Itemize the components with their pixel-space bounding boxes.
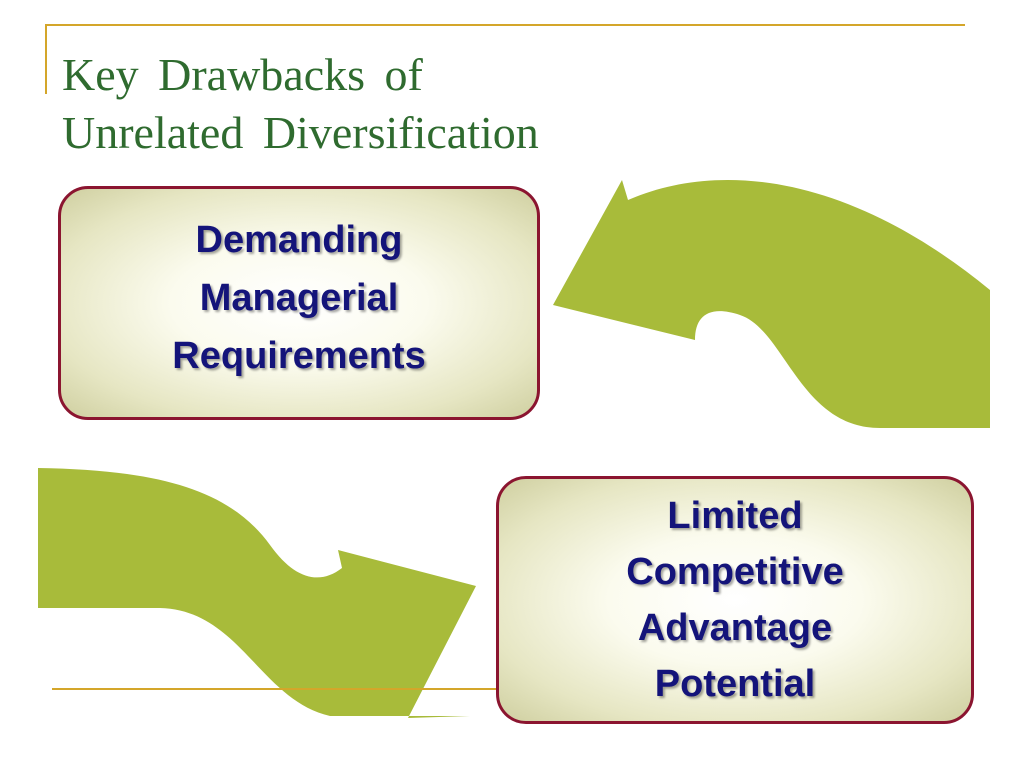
drawback-box-competitive: Limited Competitive Advantage Potential [496,476,974,724]
drawback-line: Limited [667,495,803,537]
title-line-2: Unrelated Diversification [62,107,539,158]
drawback-label: Demanding Managerial Requirements [172,211,425,385]
drawback-line: Competitive [626,551,844,593]
title-line-1: Key Drawbacks of [62,49,423,100]
drawback-line: Demanding [195,219,403,261]
top-rule [45,24,965,26]
drawback-label: Limited Competitive Advantage Potential [626,488,843,712]
slide-title: Key Drawbacks of Unrelated Diversificati… [62,46,539,162]
drawback-line: Requirements [172,335,426,377]
drawback-line: Potential [654,663,816,705]
drawback-line: Managerial [199,277,399,319]
left-rule [45,24,47,94]
curved-arrow-icon [553,179,990,428]
drawback-box-managerial: Demanding Managerial Requirements [58,186,540,420]
curved-arrow-icon [38,468,476,718]
drawback-line: Advantage [637,607,833,649]
bottom-rule [52,688,498,690]
